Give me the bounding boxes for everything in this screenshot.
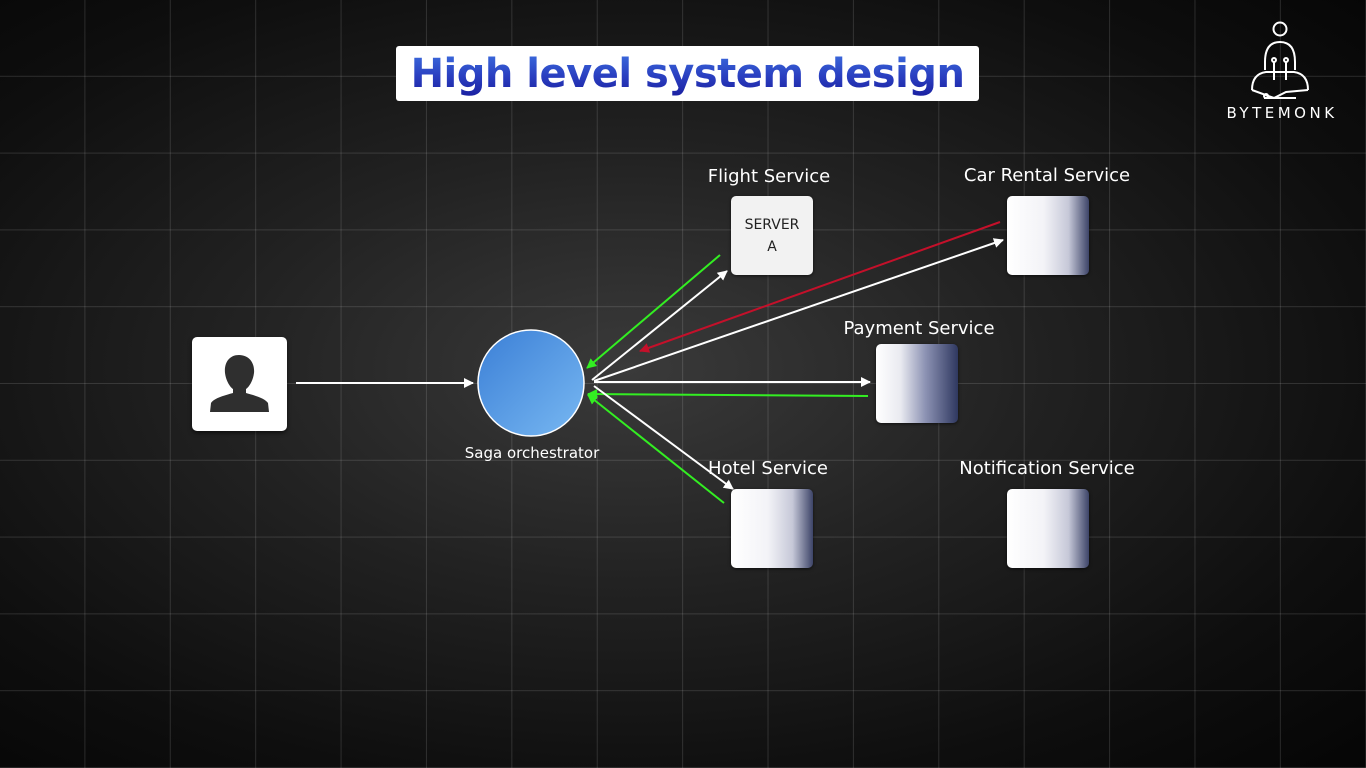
arrow-orchestrator-to-car-rental	[593, 238, 1004, 382]
arrow-flight-to-orchestrator	[586, 254, 721, 369]
user-card	[192, 337, 287, 431]
hotel-service-label: Hotel Service	[708, 458, 828, 479]
arrow-payment-to-orchestrator	[587, 389, 869, 400]
bytemonk-logo: BYTEMONK	[1212, 18, 1352, 128]
arrow-orchestrator-to-flight	[591, 270, 728, 381]
payment-service-label: Payment Service	[843, 318, 995, 339]
car-rental-server	[1007, 196, 1089, 275]
payment-server	[876, 344, 958, 423]
orchestrator-label: Saga orchestrator	[464, 444, 600, 462]
arrow-hotel-to-orchestrator	[587, 394, 725, 504]
page-title: High level system design	[410, 50, 965, 97]
notification-server	[1007, 489, 1089, 568]
monk-meditation-icon	[1251, 21, 1309, 100]
flight-server-text-line1: SERVER	[744, 216, 800, 233]
title-banner: High level system design	[396, 46, 979, 101]
user-silhouette-icon	[210, 355, 269, 412]
notification-service-label: Notification Service	[959, 458, 1135, 479]
arrow-car-rental-to-orchestrator	[639, 221, 1001, 353]
saga-orchestrator-node	[477, 329, 585, 437]
flight-service-label: Flight Service	[707, 166, 831, 187]
flight-server: SERVER A	[731, 196, 813, 275]
flight-server-text-line2: A	[767, 238, 777, 255]
hotel-server	[731, 489, 813, 568]
car-rental-service-label: Car Rental Service	[963, 165, 1131, 186]
arrow-orchestrator-to-hotel	[593, 385, 734, 490]
logo-text: BYTEMONK	[1226, 104, 1338, 122]
